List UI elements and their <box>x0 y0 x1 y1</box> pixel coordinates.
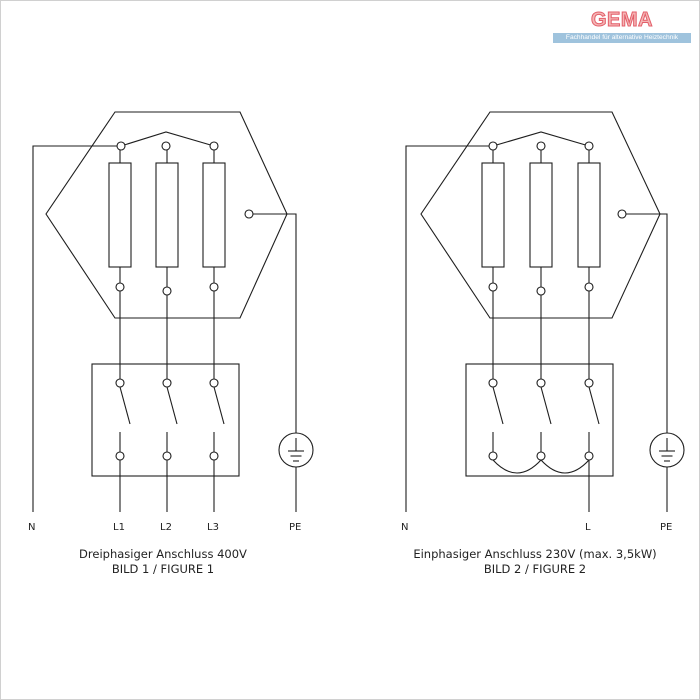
switch-contact-2 <box>540 386 552 452</box>
terminal-label-pe: PE <box>660 522 672 533</box>
terminal-label-l: L <box>585 522 591 533</box>
figure-2-single-phase: N L PE Einphasiger Anschluss 230V (max. … <box>401 111 685 576</box>
terminal-label-l1: L1 <box>113 522 125 533</box>
switch-contact-3 <box>213 386 225 452</box>
heating-element-1 <box>481 150 505 285</box>
jumper-bridge <box>492 459 590 474</box>
pe-wire <box>626 213 668 433</box>
pe-wire <box>253 213 297 433</box>
star-bridge <box>120 131 215 147</box>
terminal-label-l2: L2 <box>160 522 172 533</box>
heating-element-3 <box>577 150 601 285</box>
switch-contact-3 <box>588 386 600 452</box>
neutral-wire <box>405 145 493 512</box>
heating-element-3 <box>202 150 226 285</box>
switch-contact-2 <box>166 386 178 452</box>
switch-contact-1 <box>492 386 504 452</box>
heating-element-2 <box>529 150 553 289</box>
terminal-label-pe: PE <box>289 522 301 533</box>
heating-element-2 <box>155 150 179 289</box>
star-bridge <box>492 131 590 147</box>
switch-contact-1 <box>119 386 131 452</box>
terminal-label-n: N <box>28 522 35 533</box>
heater-housing-hexagon <box>420 111 661 319</box>
ground-icon <box>649 432 685 512</box>
logo-name: GEMA <box>591 9 654 32</box>
figure-1-three-phase: N L1 L2 L3 PE Dreiphasiger Anschluss 400… <box>28 111 314 576</box>
ground-icon <box>278 432 314 512</box>
switch-box <box>91 363 240 477</box>
gema-logo: GEMA Fachhandel für alternative Heiztech… <box>553 9 691 45</box>
terminal-nodes <box>488 141 627 461</box>
terminal-label-n: N <box>401 522 408 533</box>
figure-1-caption-number: BILD 1 / FIGURE 1 <box>112 562 214 576</box>
switch-box <box>465 363 614 477</box>
logo-tagline: Fachhandel für alternative Heiztechnik <box>553 33 691 43</box>
neutral-wire <box>32 145 121 512</box>
terminal-nodes <box>115 141 254 461</box>
terminal-label-l3: L3 <box>207 522 219 533</box>
heating-element-1 <box>108 150 132 285</box>
heater-housing-hexagon <box>45 111 288 319</box>
figure-1-caption-title: Dreiphasiger Anschluss 400V <box>79 547 247 561</box>
figure-2-caption-title: Einphasiger Anschluss 230V (max. 3,5kW) <box>413 547 656 561</box>
figure-2-caption-number: BILD 2 / FIGURE 2 <box>484 562 586 576</box>
